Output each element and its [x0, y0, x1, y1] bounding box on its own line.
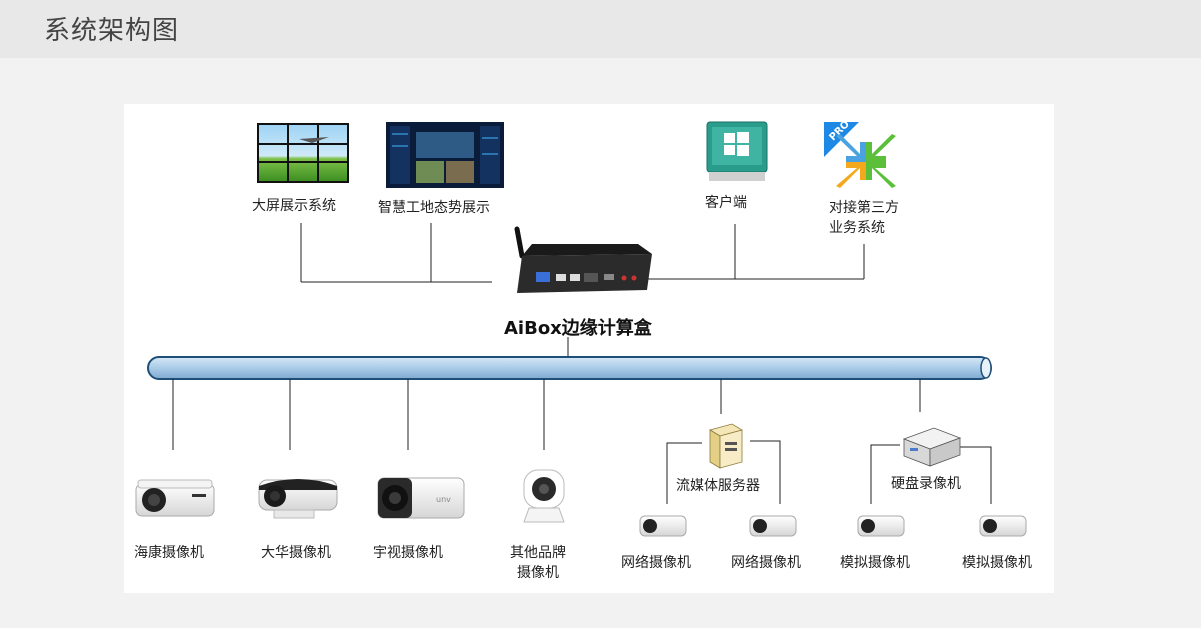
third-party-label-line1: 对接第三方 — [829, 200, 899, 216]
analog-camera-label-2: 模拟摄像机 — [962, 555, 1032, 571]
network-camera-icon-1 — [639, 515, 687, 537]
windows-monitor-icon — [706, 121, 768, 181]
uniview-label: 宇视摄像机 — [373, 545, 443, 561]
network-camera-label-1: 网络摄像机 — [621, 555, 691, 571]
nvr-label: 硬盘录像机 — [891, 476, 961, 492]
other-brand-label-line1: 其他品牌 — [510, 545, 566, 561]
pro-arrows-icon: PRO — [824, 119, 896, 188]
aibox-device-icon — [514, 226, 652, 293]
analog-camera-label-1: 模拟摄像机 — [840, 555, 910, 571]
client-label: 客户端 — [705, 195, 747, 211]
hikvision-camera-icon — [135, 479, 215, 517]
dashboard-icon — [386, 122, 504, 188]
smart-site-label: 智慧工地态势展示 — [378, 200, 490, 216]
page-title: 系统架构图 — [44, 16, 180, 46]
bus-drops — [172, 379, 992, 504]
aibox-label: AiBox边缘计算盒 — [504, 318, 652, 339]
third-party-label-line2: 业务系统 — [829, 220, 885, 236]
other-brand-camera-icon — [523, 469, 565, 523]
network-camera-icon-2 — [749, 515, 797, 537]
other-brand-label-line2: 摄像机 — [517, 565, 559, 581]
dahua-label: 大华摄像机 — [261, 545, 331, 561]
diagram-graphics: PRO — [135, 119, 1027, 537]
hikvision-label: 海康摄像机 — [134, 545, 204, 561]
network-bus — [147, 356, 992, 380]
video-wall-icon — [257, 123, 349, 183]
network-camera-label-2: 网络摄像机 — [731, 555, 801, 571]
uniview-camera-icon: unv — [377, 477, 465, 519]
header-bar: 系统架构图 — [0, 0, 1201, 58]
architecture-diagram: PRO — [124, 104, 1054, 593]
svg-text:unv: unv — [436, 495, 451, 504]
analog-camera-icon-1 — [857, 515, 905, 537]
nvr-device-icon — [902, 427, 962, 467]
top-connectors — [300, 223, 865, 358]
streaming-server-label: 流媒体服务器 — [676, 478, 760, 494]
big-screen-label: 大屏展示系统 — [252, 198, 336, 214]
analog-camera-icon-2 — [979, 515, 1027, 537]
streaming-server-icon — [708, 423, 744, 469]
dahua-camera-icon — [258, 479, 338, 519]
